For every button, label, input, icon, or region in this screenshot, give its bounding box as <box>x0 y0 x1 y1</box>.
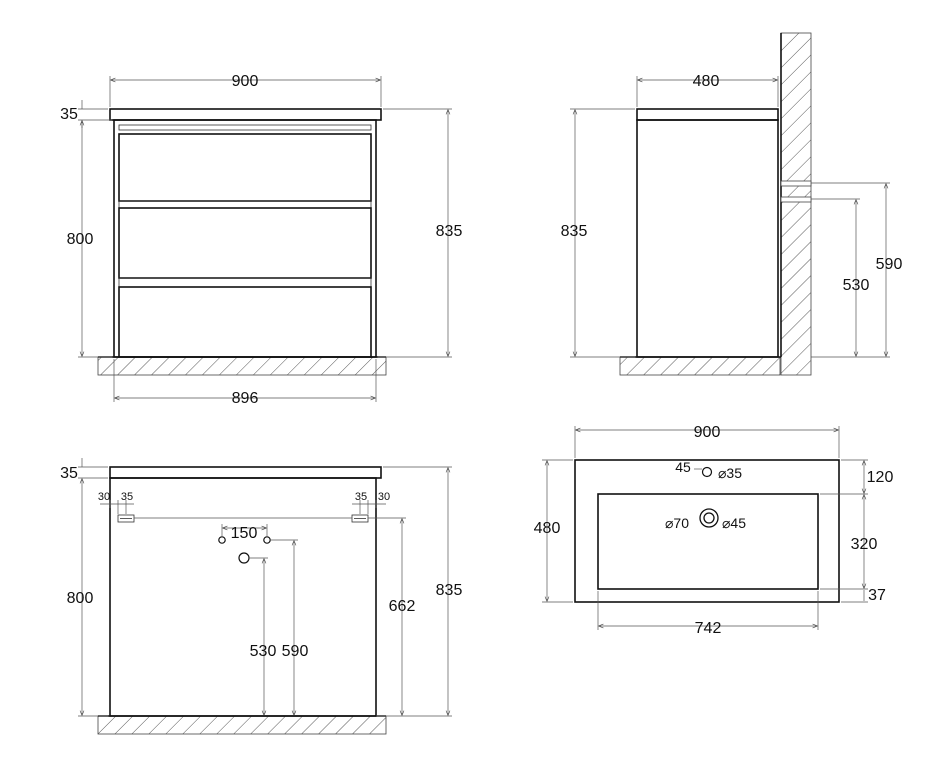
drawer-1 <box>118 133 372 202</box>
top-view: 45 ⌀35 ⌀70 ⌀45 900 480 120 320 37 742 <box>534 424 894 637</box>
hole-spacing-label: 150 <box>231 525 258 542</box>
base-width-label: 896 <box>232 390 259 407</box>
drawer-3 <box>118 286 372 358</box>
tap-offset-label: 45 <box>675 459 691 475</box>
drain-pipe <box>780 196 812 203</box>
floor-hatch <box>97 715 387 735</box>
drain-hole <box>238 552 250 564</box>
edge-front-label: 37 <box>868 587 886 604</box>
top-thickness-label: 35 <box>60 106 78 123</box>
width-label: 900 <box>694 424 721 441</box>
countertop <box>636 108 779 121</box>
drain-inner-label: ⌀45 <box>722 515 746 531</box>
right-offset-30: 30 <box>378 491 390 503</box>
supply-pipe <box>780 180 812 187</box>
top-thickness-label: 35 <box>60 465 78 482</box>
cabinet-body <box>113 119 377 358</box>
right-bracket <box>351 514 369 523</box>
drawer-2 <box>118 207 372 279</box>
bowl-depth-label: 320 <box>851 536 878 553</box>
tap-hole <box>701 466 713 478</box>
bowl-width-label: 742 <box>695 620 722 637</box>
drawer-rail-2 <box>118 277 372 288</box>
width-label: 900 <box>232 73 259 90</box>
total-height-label: 835 <box>436 582 463 599</box>
cabinet-body <box>636 119 779 358</box>
total-height-label: 835 <box>561 223 588 240</box>
body-height-label: 800 <box>67 590 94 607</box>
edge-back-label: 120 <box>867 469 894 486</box>
left-bracket <box>117 514 135 523</box>
tap-hole-label: ⌀35 <box>718 465 742 481</box>
back-view: 30 35 35 30 150 530 590 662 35 <box>60 458 463 735</box>
left-offset-30: 30 <box>98 491 110 503</box>
drain-height-label: 530 <box>250 643 277 660</box>
depth-label: 480 <box>693 73 720 90</box>
floor-hatch <box>97 356 387 376</box>
drawer-top-rail <box>118 124 372 131</box>
cabinet-back-panel <box>109 477 377 717</box>
bowl-outline <box>597 493 819 590</box>
drain-outer-label: ⌀70 <box>665 515 689 531</box>
countertop <box>109 466 382 479</box>
front-view: 900 35 800 835 896 <box>60 73 462 407</box>
left-offset-35: 35 <box>121 491 133 503</box>
drain-inner <box>703 512 715 524</box>
side-view: 480 835 590 530 <box>561 32 903 376</box>
drain-height-label: 530 <box>843 277 870 294</box>
mount-height-label: 662 <box>389 598 416 615</box>
supply-hole-left <box>218 536 226 544</box>
depth-label: 480 <box>534 520 561 537</box>
total-height-label: 835 <box>436 223 463 240</box>
supply-height-label: 590 <box>282 643 309 660</box>
right-offset-35: 35 <box>355 491 367 503</box>
body-height-label: 800 <box>67 231 94 248</box>
wall-hatch <box>780 32 812 376</box>
countertop <box>109 108 382 121</box>
supply-hole-right <box>263 536 271 544</box>
supply-height-label: 590 <box>876 256 903 273</box>
floor-hatch <box>619 356 781 376</box>
drawer-rail-1 <box>118 200 372 209</box>
basin-outline <box>574 459 840 603</box>
